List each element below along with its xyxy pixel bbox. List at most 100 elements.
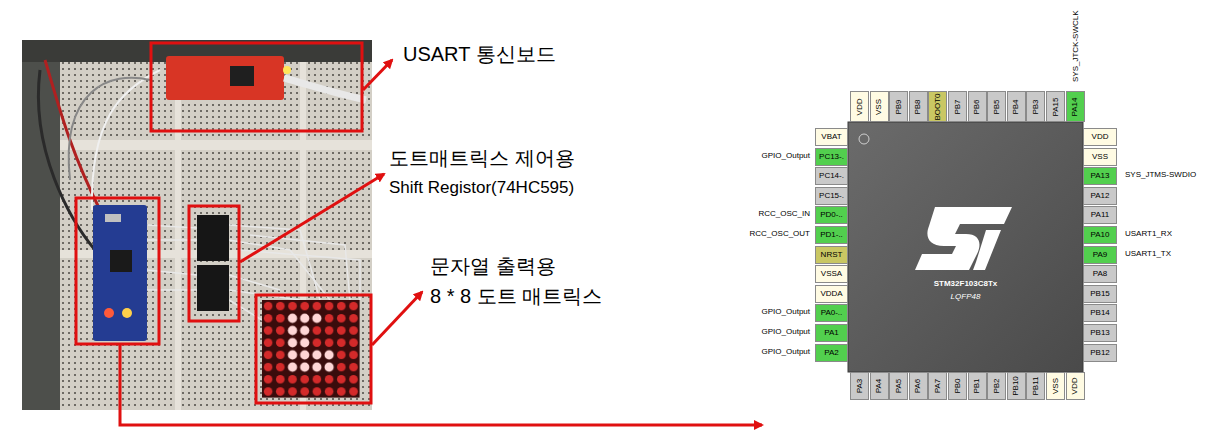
pin-box: PB8 bbox=[909, 91, 928, 122]
pin-name: VSSA bbox=[821, 270, 842, 278]
pin-name: PA6 bbox=[914, 379, 922, 394]
pin-box: PA13 bbox=[1083, 167, 1117, 185]
pin-box: PA1 bbox=[815, 324, 848, 342]
callout-label: 문자열 출력용 bbox=[430, 254, 556, 278]
pin-box: PD1-.. bbox=[815, 226, 848, 244]
chip-body bbox=[848, 122, 1083, 372]
pin-name: PD0-.. bbox=[820, 211, 843, 219]
pin-name: PB4 bbox=[1012, 99, 1020, 114]
pin-box: PB3 bbox=[1026, 91, 1045, 122]
pin-box: PB0 bbox=[948, 372, 967, 400]
pin-box: PA8 bbox=[1083, 265, 1117, 283]
pin-name: VSS bbox=[1052, 378, 1060, 394]
pin-box: PA5 bbox=[889, 372, 908, 400]
pin-box: VDD bbox=[1066, 372, 1085, 400]
pin-box: PB5 bbox=[987, 91, 1006, 122]
pin-box: VDD bbox=[850, 91, 869, 122]
pin-box: PA0-.. bbox=[815, 304, 848, 322]
pin-name: VDD bbox=[856, 98, 864, 115]
pin-box: PA11 bbox=[1083, 206, 1117, 224]
pin-box: VSS bbox=[1046, 372, 1065, 400]
pin-box: PA6 bbox=[909, 372, 928, 400]
pin-box: VSS bbox=[870, 91, 889, 122]
st-logo bbox=[915, 207, 1012, 270]
pin-name: PA1 bbox=[824, 329, 839, 337]
pin-name: PC14-. bbox=[819, 172, 844, 180]
pin-box: PA2 bbox=[815, 344, 848, 362]
pin-box: PB6 bbox=[968, 91, 987, 122]
pin-box: PA14 bbox=[1066, 91, 1085, 122]
pin-name: PB10 bbox=[1012, 376, 1020, 396]
signal-name: SYS_JTCK-SWCLK bbox=[1072, 10, 1080, 82]
pin-box: PB11 bbox=[1026, 372, 1045, 400]
pin-name: PA2 bbox=[824, 349, 839, 357]
signal-name: RCC_OSC_OUT bbox=[750, 229, 810, 239]
pin-name: PB9 bbox=[895, 99, 903, 114]
pin-box: PB9 bbox=[889, 91, 908, 122]
pin-box: PA4 bbox=[870, 372, 889, 400]
package-name: LQFP48 bbox=[848, 292, 1083, 301]
pin-box: PB4 bbox=[1007, 91, 1026, 122]
signal-name: USART1_RX bbox=[1125, 229, 1172, 239]
callout-label: Shift Registor(74HC595) bbox=[389, 178, 574, 198]
pin-box: NRST bbox=[815, 246, 848, 264]
pin-box: VBAT bbox=[815, 128, 848, 146]
pin-box: VSS bbox=[1083, 148, 1117, 166]
pin-name: PB8 bbox=[914, 99, 922, 114]
pin-name: PB11 bbox=[1032, 377, 1040, 396]
pin-name: PA5 bbox=[895, 379, 903, 394]
pin-box: PB13 bbox=[1083, 324, 1117, 342]
callout-label: USART 통신보드 bbox=[403, 42, 556, 66]
pin-name: VSS bbox=[1092, 153, 1108, 161]
pin-name: VBAT bbox=[821, 133, 841, 141]
signal-name: RCC_OSC_IN bbox=[758, 209, 810, 219]
pin-box: PD0-.. bbox=[815, 206, 848, 224]
pin-name: PB0 bbox=[954, 378, 962, 393]
pin-box: PA9 bbox=[1083, 246, 1117, 264]
chip-package: STM32F103C8TxLQFP48 bbox=[848, 122, 1083, 372]
pin-name: PA15 bbox=[1052, 97, 1060, 116]
pin-box: PA10 bbox=[1083, 226, 1117, 244]
pin-name: PB2 bbox=[993, 378, 1001, 393]
pin-box: PC15-. bbox=[815, 187, 848, 205]
pin-name: VDD bbox=[1092, 133, 1109, 141]
pin-box: PB10 bbox=[1007, 372, 1026, 400]
pin-name: VDD bbox=[1071, 378, 1079, 395]
pin-box: PB1 bbox=[968, 372, 987, 400]
callout-label: 8 * 8 도트 매트릭스 bbox=[430, 284, 602, 308]
pin-name: PB12 bbox=[1090, 349, 1110, 357]
pin-box: PB14 bbox=[1083, 304, 1117, 322]
pin-box: PC13-. bbox=[815, 148, 848, 166]
pin-name: PA3 bbox=[856, 379, 864, 394]
signal-name: GPIO_Output bbox=[762, 347, 810, 357]
breadboard-photo bbox=[22, 40, 372, 410]
pin-name: NRST bbox=[821, 251, 843, 259]
pin-name: PB3 bbox=[1032, 99, 1040, 114]
signal-name: USART1_TX bbox=[1125, 249, 1171, 259]
pin-box: PA3 bbox=[850, 372, 869, 400]
pin-box: PA12 bbox=[1083, 187, 1117, 205]
part-number: STM32F103C8Tx bbox=[848, 279, 1083, 288]
pin-name: PA12 bbox=[1091, 192, 1110, 200]
pin-name: PA4 bbox=[875, 379, 883, 394]
pin-name: PB1 bbox=[973, 378, 981, 393]
pin-name: PB15 bbox=[1090, 290, 1110, 298]
pin-box: BOOT0 bbox=[928, 91, 947, 122]
pin-name: PC15-. bbox=[819, 192, 844, 200]
pin-box: PB2 bbox=[987, 372, 1006, 400]
callout-label: 도트매트릭스 제어용 bbox=[389, 146, 575, 170]
pin-name: PA0-.. bbox=[821, 309, 843, 317]
pin-box: PC14-. bbox=[815, 167, 848, 185]
pin-name: PA7 bbox=[934, 379, 942, 394]
pin-box: VSSA bbox=[815, 265, 848, 283]
pin-name: PB14 bbox=[1090, 309, 1110, 317]
signal-name: GPIO_Output bbox=[762, 327, 810, 337]
pin-name: PB13 bbox=[1090, 329, 1110, 337]
pin-box: PB15 bbox=[1083, 285, 1117, 303]
pin-name: PC13-. bbox=[819, 153, 844, 161]
pin-box: VDD bbox=[1083, 128, 1117, 146]
pin-box: PA7 bbox=[928, 372, 947, 400]
pin-box: PB7 bbox=[948, 91, 967, 122]
pin-name: BOOT0 bbox=[934, 93, 942, 120]
